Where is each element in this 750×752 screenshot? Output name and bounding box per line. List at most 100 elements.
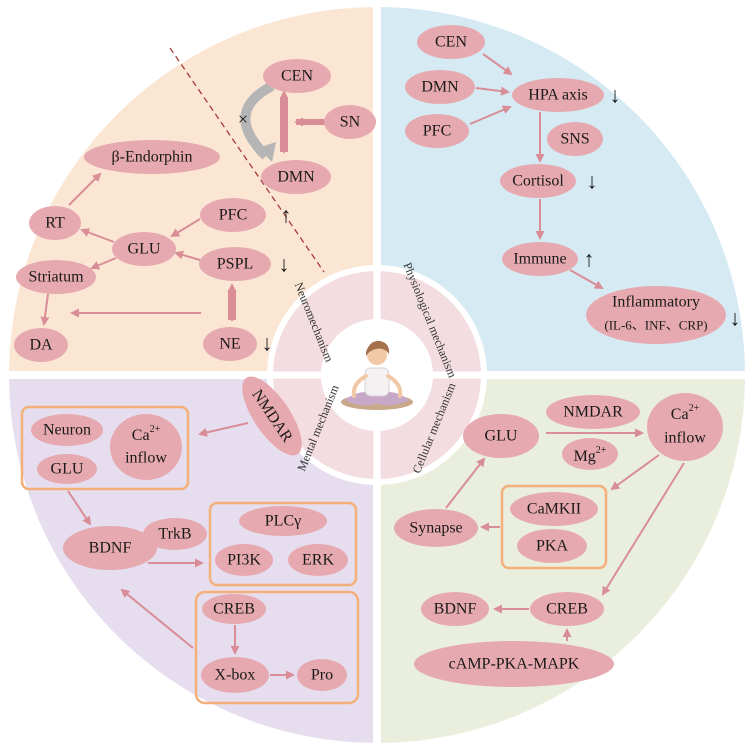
cell-ca-label: Ca2+ <box>671 403 700 423</box>
cell-nmdar-node <box>546 395 640 429</box>
box-bdnf-arrow <box>67 490 92 526</box>
rt-label: RT <box>45 215 65 232</box>
glu-rt-arrow <box>80 228 115 243</box>
pfc-glu-arrow <box>170 218 201 238</box>
synapse-glu-arrow <box>445 457 486 509</box>
physiological-section: CEN DMN PFC HPA axis ↓ SNS Cortisol ↓ Im… <box>405 25 741 344</box>
camp-pka-mapk-label: cAMP-PKA-MAPK <box>449 656 580 673</box>
mental-ca-text: Ca <box>132 427 150 444</box>
mental-bdnf-label: BDNF <box>89 540 132 557</box>
neuro-cen-node <box>263 59 331 93</box>
cell-ca-text: Ca <box>671 406 689 423</box>
inflammatory-down-arrow-icon: ↓ <box>730 306 741 331</box>
cell-bdnf-node <box>421 592 489 626</box>
ne-label: NE <box>219 336 240 353</box>
cell-creb-label: CREB <box>546 601 588 618</box>
sns-node <box>547 122 603 156</box>
inflammatory-sub-label: (IL-6、INF、CRP) <box>604 318 707 333</box>
physio-pfc-node <box>405 114 469 148</box>
striatum-da-arrow <box>40 293 50 326</box>
mental-bdnf-node <box>63 526 157 570</box>
cellular-section: GLU NMDAR Mg2+ Ca2+ inflow CaMKII PKA Sy… <box>394 393 723 687</box>
glu-striatum-arrow <box>90 257 117 270</box>
dmn-hpa-arrow <box>475 86 510 96</box>
inhibition-cross: × <box>238 109 248 129</box>
immune-up-arrow-icon: ↑ <box>584 247 595 272</box>
mental-glu-node <box>37 454 97 484</box>
beta-endorphin-label: β-Endorphin <box>111 149 192 166</box>
creb-bdnf-arrow <box>120 588 194 649</box>
meditation-figure-icon <box>341 340 413 410</box>
beta-endorphin-node <box>84 140 220 174</box>
physio-cen-node <box>417 25 485 59</box>
inflammatory-node <box>586 286 726 344</box>
rt-endorphin-arrow <box>68 172 102 206</box>
ne-down-arrow-icon: ↓ <box>262 331 273 356</box>
mental-ca-label: Ca2+ <box>132 424 161 444</box>
plc-pi3k-erk-box <box>208 501 358 587</box>
neuro-glu-node <box>112 232 176 266</box>
pka-node <box>517 529 587 563</box>
physio-dmn-label: DMN <box>421 79 459 96</box>
mental-ca-inflow-node <box>110 414 182 480</box>
plcy-label: PLCγ <box>265 513 301 530</box>
camkii-node <box>510 492 598 526</box>
mental-glu-label: GLU <box>51 461 84 478</box>
mg-superscript: 2+ <box>596 445 607 456</box>
center-ring: Neuromechanism Physiological mechanism M… <box>267 260 487 485</box>
pi3k-label: PI3K <box>227 552 261 569</box>
physio-dmn-node <box>405 70 475 104</box>
cell-bdnf-label: BDNF <box>434 601 477 618</box>
curved-arrow-shape <box>240 81 275 160</box>
striatum-node <box>16 260 96 294</box>
mental-section: NMDAR Neuron GLU Ca2+ inflow BDNF TrkB P… <box>20 376 360 705</box>
neuro-sn-node <box>324 105 376 139</box>
hpa-axis-node <box>512 78 604 112</box>
inflammatory-label: Inflammatory <box>612 294 700 311</box>
cortisol-node <box>500 164 576 198</box>
cell-glu-node <box>463 414 539 458</box>
pspl-node <box>199 247 271 281</box>
xbox-node <box>201 657 269 693</box>
pfc-hpa-arrow <box>469 105 512 125</box>
mg-node <box>562 438 618 470</box>
neuron-label: Neuron <box>43 422 91 439</box>
pro-node <box>297 659 347 691</box>
neuron-node <box>31 414 103 446</box>
plcy-node <box>239 506 327 536</box>
immune-inflammatory-arrow <box>569 269 604 289</box>
mental-creb-label: CREB <box>213 601 255 618</box>
trkb-node <box>143 518 207 550</box>
mental-ca-superscript: 2+ <box>150 424 161 435</box>
erk-label: ERK <box>302 552 334 569</box>
neuro-dmn-label: DMN <box>277 169 315 186</box>
erk-node <box>288 544 348 576</box>
mental-inflow-label: inflow <box>125 450 167 467</box>
mg-text: Mg <box>574 448 596 465</box>
pspl-label: PSPL <box>217 256 253 273</box>
mental-creb-node <box>202 594 266 624</box>
immune-node <box>502 242 578 276</box>
neuro-pfc-node <box>200 198 266 232</box>
physio-cen-label: CEN <box>435 34 467 51</box>
cell-nmdar-label: NMDAR <box>563 404 623 421</box>
pro-label: Pro <box>311 667 333 684</box>
synapse-node <box>394 509 478 547</box>
dashed-divider <box>169 47 325 273</box>
camkii-label: CaMKII <box>527 501 581 518</box>
pka-label: PKA <box>536 538 568 555</box>
ne-node <box>203 327 257 361</box>
cortisol-label: Cortisol <box>512 173 564 190</box>
hpa-down-arrow-icon: ↓ <box>610 83 621 108</box>
camkii-pka-box <box>500 484 608 570</box>
ca-creb-arrow <box>601 462 685 596</box>
da-label: DA <box>29 337 53 354</box>
neuro-sn-label: SN <box>340 114 361 131</box>
neuromechanism-section: × CEN SN DMN β-Endorphin RT PFC ↑ GLU PS… <box>14 47 376 362</box>
striatum-label: Striatum <box>28 269 84 286</box>
cell-ca-inflow-node <box>647 393 723 461</box>
trkb-label: TrkB <box>158 526 191 543</box>
sns-label: SNS <box>560 131 589 148</box>
xbox-label: X-box <box>215 667 256 684</box>
rt-node <box>29 206 81 240</box>
